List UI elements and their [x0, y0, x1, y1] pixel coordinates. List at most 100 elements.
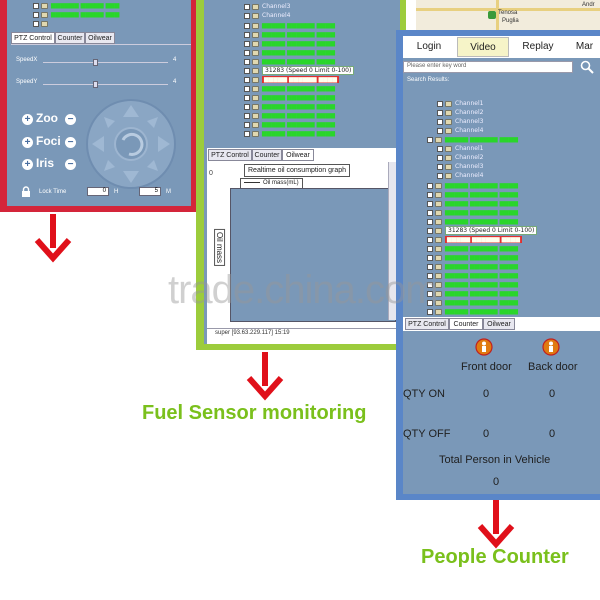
- focus-out-button[interactable]: −: [65, 137, 76, 148]
- checkbox[interactable]: [33, 11, 39, 18]
- checkbox[interactable]: [33, 20, 39, 27]
- tree-row[interactable]: ▆▆▆▆▆▆ ▆▆▆▆▆ ▆▆▆: [33, 2, 119, 10]
- search-icon[interactable]: [580, 60, 594, 74]
- checkbox[interactable]: [244, 85, 250, 92]
- tree-row[interactable]: 31283 (Speed 0 Limit 0-100): [244, 66, 355, 75]
- channel-row[interactable]: Channel2: [437, 154, 483, 162]
- tree-row[interactable]: ▆▆▆▆▆ ▆▆▆▆▆▆ ▆▆▆▆: [427, 281, 518, 289]
- checkbox[interactable]: [244, 67, 250, 74]
- checkbox[interactable]: [427, 227, 433, 234]
- checkbox[interactable]: [427, 299, 433, 306]
- tab-map[interactable]: Mar: [575, 41, 594, 52]
- tree-row[interactable]: ▆▆▆▆▆ ▆▆▆▆▆▆ ▆▆▆▆: [427, 136, 518, 144]
- checkbox[interactable]: [33, 2, 39, 9]
- tree-row[interactable]: ▆▆▆▆▆ ▆▆▆▆▆▆ ▆▆▆▆: [244, 76, 340, 84]
- channel-row[interactable]: Channel3: [437, 163, 483, 171]
- lock-minute-input[interactable]: 5: [139, 187, 161, 196]
- tree-row[interactable]: ▆▆▆▆▆ ▆▆▆▆▆▆ ▆▆▆▆: [244, 94, 335, 102]
- tree-row[interactable]: ▆▆▆▆▆ ▆▆▆▆▆▆ ▆▆▆▆: [427, 209, 518, 217]
- checkbox[interactable]: [437, 109, 443, 116]
- tree-row[interactable]: ▆▆▆▆▆ ▆▆▆▆▆▆ ▆▆▆▆: [427, 245, 518, 253]
- search-input[interactable]: Please enter key word: [403, 61, 573, 73]
- lock-hour-input[interactable]: 0: [87, 187, 109, 196]
- checkbox[interactable]: [244, 12, 250, 19]
- checkbox[interactable]: [427, 254, 433, 261]
- checkbox[interactable]: [437, 145, 443, 152]
- checkbox[interactable]: [244, 130, 250, 137]
- channel-row[interactable]: Channel4: [437, 127, 483, 135]
- channel-row[interactable]: Channel4: [437, 172, 483, 180]
- checkbox[interactable]: [427, 209, 433, 216]
- speed-x-slider[interactable]: [93, 59, 98, 66]
- channel-row[interactable]: Channel1: [437, 145, 483, 153]
- tree-row[interactable]: ▆▆▆▆▆ ▆▆▆▆▆▆ ▆▆▆▆: [244, 49, 335, 57]
- tab-counter[interactable]: Counter: [55, 32, 85, 44]
- tree-row[interactable]: ▆▆▆▆▆ ▆▆▆▆▆▆ ▆▆▆▆: [244, 112, 335, 120]
- checkbox[interactable]: [244, 22, 250, 29]
- checkbox[interactable]: [437, 127, 443, 134]
- checkbox[interactable]: [427, 236, 433, 243]
- checkbox[interactable]: [244, 94, 250, 101]
- tree-row[interactable]: ▆▆▆▆▆ ▆▆▆▆▆▆ ▆▆▆▆: [427, 200, 518, 208]
- checkbox[interactable]: [244, 76, 250, 83]
- tab-login[interactable]: Login: [416, 41, 442, 52]
- chart-scrollbar[interactable]: [388, 162, 398, 320]
- direction-pad[interactable]: [84, 97, 178, 191]
- tree-row[interactable]: ▆▆▆▆▆ ▆▆▆▆▆▆ ▆▆▆▆: [427, 272, 518, 280]
- tree-row[interactable]: ▆▆▆▆▆ ▆▆▆▆▆▆ ▆▆▆▆: [427, 191, 518, 199]
- checkbox[interactable]: [427, 290, 433, 297]
- speed-y-slider[interactable]: [93, 81, 98, 88]
- tab-ptz-control[interactable]: PTZ Control: [11, 32, 55, 44]
- iris-out-button[interactable]: −: [65, 159, 76, 170]
- tree-row[interactable]: ▆▆▆▆▆ ▆▆▆▆▆▆ ▆▆▆▆: [427, 299, 518, 307]
- focus-in-button[interactable]: +: [22, 137, 33, 148]
- checkbox[interactable]: [427, 191, 433, 198]
- tab-counter[interactable]: Counter: [449, 318, 483, 330]
- tree-row[interactable]: ▆▆▆▆▆ ▆▆▆▆▆▆ ▆▆▆▆: [244, 85, 335, 93]
- checkbox[interactable]: [427, 263, 433, 270]
- checkbox[interactable]: [437, 163, 443, 170]
- checkbox[interactable]: [427, 281, 433, 288]
- checkbox[interactable]: [244, 3, 250, 10]
- tab-counter[interactable]: Counter: [252, 149, 282, 161]
- tree-row[interactable]: ▆▆▆▆▆ ▆▆▆▆▆▆ ▆▆▆▆: [244, 130, 335, 138]
- tab-ptz-control[interactable]: PTZ Control: [208, 149, 252, 161]
- tree-row[interactable]: ▆▆▆▆▆ ▆▆▆▆▆▆ ▆▆▆▆: [244, 31, 335, 39]
- checkbox[interactable]: [437, 154, 443, 161]
- tree-row[interactable]: ▆▆▆▆▆ ▆▆▆▆▆▆ ▆▆▆▆: [427, 218, 518, 226]
- tree-row[interactable]: ▆▆▆▆▆ ▆▆▆▆▆▆ ▆▆▆▆: [244, 121, 335, 129]
- checkbox[interactable]: [427, 245, 433, 252]
- checkbox[interactable]: [427, 272, 433, 279]
- checkbox[interactable]: [427, 308, 433, 315]
- tab-oilwear[interactable]: Oilwear: [282, 149, 314, 161]
- checkbox[interactable]: [244, 58, 250, 65]
- checkbox[interactable]: [437, 172, 443, 179]
- checkbox[interactable]: [427, 218, 433, 225]
- checkbox[interactable]: [244, 103, 250, 110]
- tree-row[interactable]: Channel4: [244, 12, 290, 20]
- checkbox[interactable]: [437, 100, 443, 107]
- checkbox[interactable]: [244, 121, 250, 128]
- channel-row[interactable]: Channel3: [437, 118, 483, 126]
- tree-row[interactable]: ▆▆▆▆▆ ▆▆▆▆▆▆ ▆▆▆▆: [244, 103, 335, 111]
- checkbox[interactable]: [437, 118, 443, 125]
- channel-row[interactable]: Channel1: [437, 100, 483, 108]
- tab-oilwear[interactable]: Oilwear: [85, 32, 115, 44]
- tree-row[interactable]: Channel3: [244, 3, 290, 11]
- tree-row[interactable]: ▆▆▆▆▆ ▆▆▆▆▆▆ ▆▆▆▆: [427, 236, 523, 244]
- tree-row[interactable]: ▆▆▆▆▆ ▆▆▆▆▆▆ ▆▆▆▆: [427, 263, 518, 271]
- tree-row[interactable]: ▆▆▆▆▆ ▆▆▆▆▆▆ ▆▆▆▆: [427, 182, 518, 190]
- tree-row[interactable]: 31283 (Speed 0 Limit 0-100): [427, 226, 538, 235]
- tab-video[interactable]: Video: [457, 37, 509, 57]
- zoom-out-button[interactable]: −: [65, 114, 76, 125]
- tree-row[interactable]: ▆▆▆▆▆ ▆▆▆▆▆▆ ▆▆▆▆: [244, 40, 335, 48]
- tree-row[interactable]: ▆▆▆▆▆ ▆▆▆▆▆▆ ▆▆▆▆: [427, 254, 518, 262]
- tab-replay[interactable]: Replay: [522, 41, 554, 52]
- tree-row[interactable]: ▆▆▆▆▆▆ ▆▆▆▆▆ ▆▆▆: [33, 11, 119, 19]
- checkbox[interactable]: [244, 112, 250, 119]
- tree-row[interactable]: [33, 20, 51, 28]
- tab-oilwear[interactable]: Oilwear: [483, 318, 515, 330]
- tree-row[interactable]: ▆▆▆▆▆ ▆▆▆▆▆▆ ▆▆▆▆: [427, 308, 518, 316]
- checkbox[interactable]: [427, 136, 433, 143]
- checkbox[interactable]: [244, 31, 250, 38]
